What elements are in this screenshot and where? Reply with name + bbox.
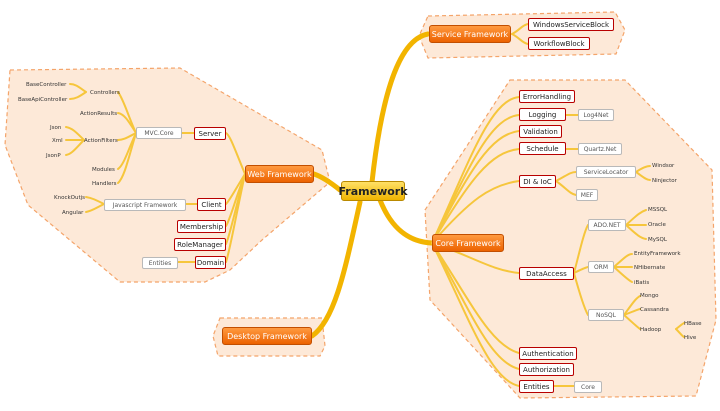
node-membership[interactable]: Membership	[177, 220, 226, 233]
link-root-web	[311, 171, 343, 193]
node-controllers[interactable]: Controllers	[90, 89, 120, 96]
node-desktop-framework[interactable]: Desktop Framework	[222, 327, 312, 345]
node-server[interactable]: Server	[194, 127, 226, 140]
node-di-ioc[interactable]: DI & IoC	[519, 175, 556, 188]
node-logging[interactable]: Logging	[519, 108, 566, 121]
node-service-locator[interactable]: ServiceLocator	[576, 166, 636, 178]
node-ibatis[interactable]: iBatis	[634, 279, 650, 286]
node-web-entities[interactable]: Entities	[142, 257, 178, 269]
node-mssql[interactable]: MSSQL	[648, 206, 668, 213]
node-workflow-block[interactable]: WorkflowBlock	[528, 37, 590, 50]
node-core-entities[interactable]: Entities	[519, 380, 554, 393]
node-action-results[interactable]: ActionResults	[80, 110, 118, 117]
node-modules[interactable]: Modules	[92, 166, 115, 173]
link-root-core	[377, 197, 435, 246]
link-root-service	[369, 31, 431, 185]
node-ninjector[interactable]: Ninjector	[652, 177, 677, 184]
node-hive[interactable]: Hive	[684, 334, 697, 341]
node-oracle[interactable]: Oracle	[648, 221, 666, 228]
node-orm[interactable]: ORM	[588, 261, 614, 273]
node-hbase[interactable]: HBase	[684, 320, 702, 327]
link-root-desktop	[309, 199, 363, 339]
node-service-framework[interactable]: Service Framework	[429, 25, 511, 43]
node-quartz-net[interactable]: Quartz.Net	[578, 143, 622, 155]
node-client[interactable]: Client	[197, 198, 226, 211]
node-ado-net[interactable]: ADO.NET	[588, 219, 626, 231]
node-cassandra[interactable]: Cassandra	[640, 306, 669, 313]
node-mef[interactable]: MEF	[576, 189, 598, 201]
node-authentication[interactable]: Authentication	[519, 347, 577, 360]
node-mysql[interactable]: MySQL	[648, 236, 667, 243]
node-core-framework[interactable]: Core Framework	[432, 234, 504, 252]
node-core[interactable]: Core	[574, 381, 602, 393]
node-knockoutjs[interactable]: KnockOutjs	[54, 194, 86, 201]
node-domain[interactable]: Domain	[195, 256, 226, 269]
node-action-filters[interactable]: ActionFilters	[84, 137, 118, 144]
node-javascript-framework[interactable]: Javascript Framework	[104, 199, 186, 211]
node-nhibernate[interactable]: NHibernate	[634, 264, 666, 271]
core-group-area	[424, 79, 717, 399]
node-web-framework[interactable]: Web Framework	[245, 165, 314, 183]
node-validation[interactable]: Validation	[519, 125, 562, 138]
node-windows-service-block[interactable]: WindowsServiceBlock	[528, 18, 614, 31]
node-role-manager[interactable]: RoleManager	[174, 238, 226, 251]
node-schedule[interactable]: Schedule	[519, 142, 566, 155]
node-hadoop[interactable]: Hadoop	[640, 326, 662, 333]
node-base-controller[interactable]: BaseController	[26, 81, 67, 88]
node-jsonp[interactable]: JsonP	[46, 152, 61, 159]
node-entity-framework[interactable]: EntityFramework	[634, 250, 681, 257]
node-data-access[interactable]: DataAccess	[519, 267, 574, 280]
node-base-api-controller[interactable]: BaseApiController	[18, 96, 68, 103]
root-node-framework[interactable]: Framework	[338, 181, 408, 201]
node-angular[interactable]: Angular	[62, 209, 84, 216]
node-handlers[interactable]: Handlers	[92, 180, 117, 187]
node-mvc-core[interactable]: MVC.Core	[136, 127, 182, 139]
node-json[interactable]: Json	[50, 124, 62, 131]
node-xml[interactable]: Xml	[52, 137, 63, 144]
web-group-area	[4, 67, 331, 283]
node-error-handling[interactable]: ErrorHandling	[519, 90, 575, 103]
node-mongo[interactable]: Mongo	[640, 292, 659, 299]
node-log4net[interactable]: Log4Net	[578, 109, 614, 121]
node-nosql[interactable]: NoSQL	[588, 309, 624, 321]
node-windsor[interactable]: Windsor	[652, 162, 675, 169]
node-authorization[interactable]: Authorization	[519, 363, 574, 376]
